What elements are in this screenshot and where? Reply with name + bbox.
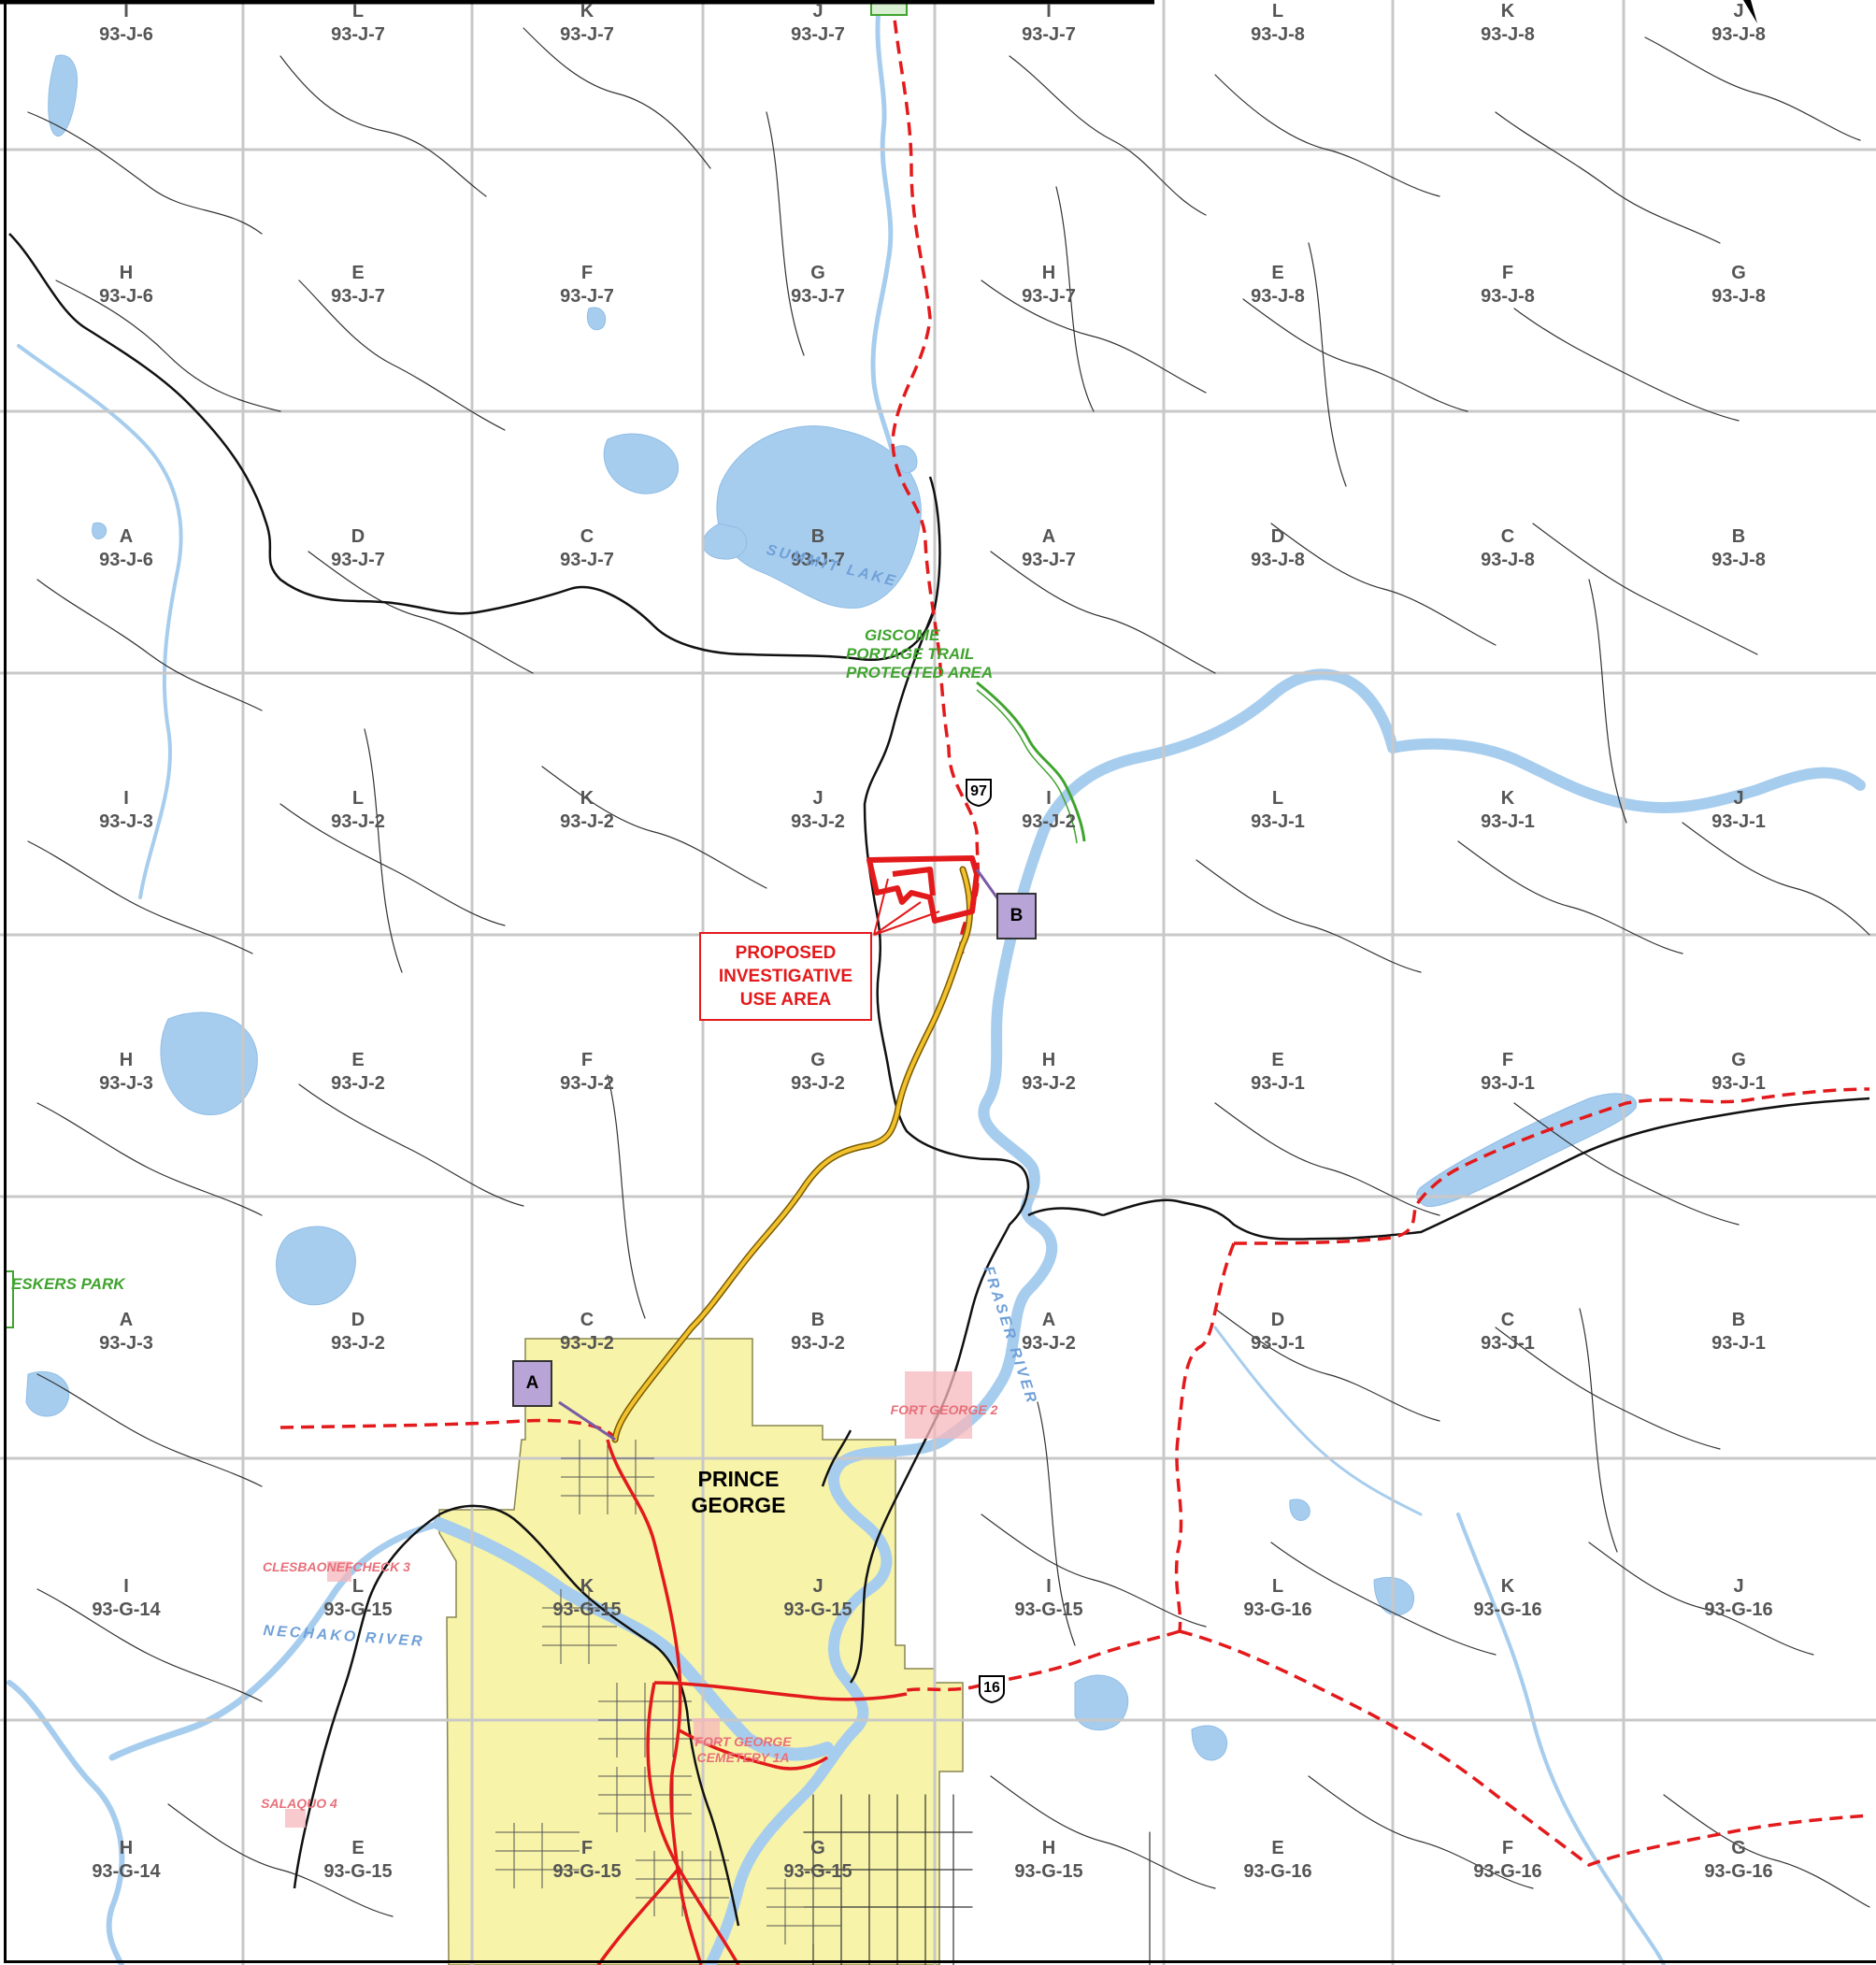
city-label-prince-george: PRINCE GEORGE (668, 1466, 809, 1518)
rivers-layer (7, 7, 1866, 1965)
city-label-line1: PRINCE (697, 1467, 780, 1491)
highway-16-label: 16 (983, 1680, 1000, 1696)
marker-a[interactable]: A (512, 1360, 552, 1407)
investigative-area-layer (866, 855, 980, 924)
reserves-layer (285, 1371, 972, 1828)
investigative-area-callout: PROPOSED INVESTIGATIVE USE AREA (699, 932, 872, 1021)
highway-16-shield: 16 (977, 1673, 1007, 1703)
reserve-label-cemetery: FORT GEORGE CEMETERY 1A (673, 1734, 813, 1766)
lakes-layer (25, 54, 1638, 1761)
leader-lines-layer (558, 868, 1002, 1441)
reserve-label-fort-george-2: FORT GEORGE 2 (890, 1402, 998, 1417)
giscome-line1: GISCOME (865, 626, 940, 644)
highways-layer (596, 1439, 908, 1965)
highway-shield-icon (979, 1675, 1005, 1703)
callout-line1: PROPOSED (735, 943, 837, 963)
proposed-highway-layer (611, 866, 973, 1443)
callout-line2: INVESTIGATIVE (718, 967, 853, 986)
giscome-line3: PROTECTED AREA (846, 664, 994, 681)
cemetery-line1: FORT GEORGE (695, 1734, 792, 1749)
north-arrow-icon (1743, 0, 1757, 23)
highway-97-label: 97 (970, 783, 987, 799)
callout-line3: USE AREA (739, 990, 832, 1010)
roads-layer (27, 27, 1870, 1965)
park-label-giscome: GISCOME PORTAGE TRAIL PROTECTED AREA (846, 626, 1033, 682)
reserve-label-salaquo: SALAQUO 4 (261, 1796, 337, 1811)
cemetery-line2: CEMETERY 1A (696, 1750, 790, 1765)
giscome-line2: PORTAGE TRAIL (846, 645, 975, 663)
marker-b[interactable]: B (996, 893, 1037, 939)
park-label-eskers: ESKERS PARK (11, 1275, 125, 1293)
reserve-label-clesbaonefcheck: CLESBAONEFCHECK 3 (263, 1559, 410, 1574)
city-label-line2: GEORGE (691, 1493, 786, 1517)
highway-97-shield: 97 (964, 777, 994, 807)
railway-layer (8, 233, 1870, 1927)
highway-shield-icon (966, 779, 992, 807)
